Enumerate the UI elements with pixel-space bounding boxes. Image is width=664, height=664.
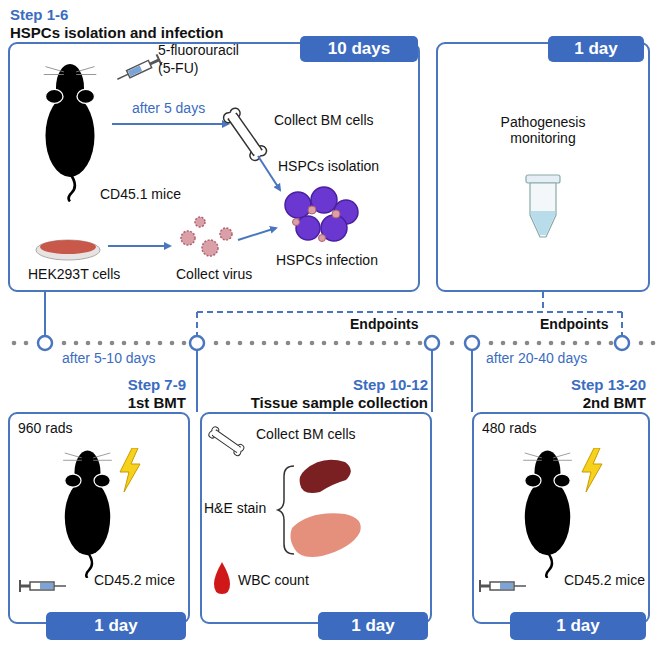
step-box: Step 13-202nd BMT1 day bbox=[472, 412, 650, 624]
step-box: Step 7-91st BMT1 day bbox=[8, 412, 190, 624]
label-text: Endpoints bbox=[540, 316, 608, 334]
label-text: CD45.1 mice bbox=[100, 186, 181, 204]
duration-tab: 1 day bbox=[46, 612, 186, 640]
label-text: 480 rads bbox=[482, 420, 536, 438]
label-text: Collect BM cells bbox=[256, 426, 356, 444]
step-box: Step 10-12Tissue sample collection1 day bbox=[200, 412, 432, 624]
label-text: HSPCs infection bbox=[276, 252, 378, 270]
duration-tab: 1 day bbox=[318, 612, 428, 640]
duration-tab: 1 day bbox=[510, 612, 646, 640]
duration-text: 10 days bbox=[328, 39, 390, 59]
label-text: HSPCs isolation bbox=[278, 158, 379, 176]
step-title: HSPCs isolation and infection bbox=[10, 24, 223, 41]
label-text: 5-fluorouracil (5-FU) bbox=[158, 42, 258, 77]
label-text: Collect BM cells bbox=[274, 112, 374, 130]
label-text: after 5-10 days bbox=[62, 350, 155, 368]
step-number: Step 10-12 bbox=[353, 376, 428, 393]
duration-text: 1 day bbox=[94, 616, 137, 636]
duration-text: 1 day bbox=[574, 39, 617, 59]
label-text: Collect virus bbox=[176, 266, 252, 284]
step-title: 1st BMT bbox=[128, 394, 186, 411]
duration-text: 1 day bbox=[556, 616, 599, 636]
step-number: Step 7-9 bbox=[128, 376, 186, 393]
label-text: 960 rads bbox=[18, 420, 72, 438]
label-text: H&E stain bbox=[204, 500, 266, 518]
duration-tab: 1 day bbox=[548, 36, 644, 62]
box-text: Pathogenesis monitoring bbox=[478, 114, 608, 146]
duration-text: 1 day bbox=[351, 616, 394, 636]
step-title: 2nd BMT bbox=[583, 394, 646, 411]
step-box: Pathogenesis monitoring 1 day bbox=[436, 42, 650, 292]
step-number: Step 1-6 bbox=[10, 6, 68, 23]
label-text: WBC count bbox=[238, 572, 309, 590]
step-title: Tissue sample collection bbox=[251, 394, 428, 411]
step-number: Step 13-20 bbox=[571, 376, 646, 393]
label-text: CD45.2 mice bbox=[94, 572, 175, 590]
label-text: Endpoints bbox=[350, 316, 418, 334]
label-text: after 5 days bbox=[132, 100, 205, 118]
label-text: after 20-40 days bbox=[486, 350, 587, 368]
label-text: CD45.2 mice bbox=[564, 572, 645, 590]
duration-tab: 10 days bbox=[300, 36, 418, 62]
label-text: HEK293T cells bbox=[28, 266, 120, 284]
